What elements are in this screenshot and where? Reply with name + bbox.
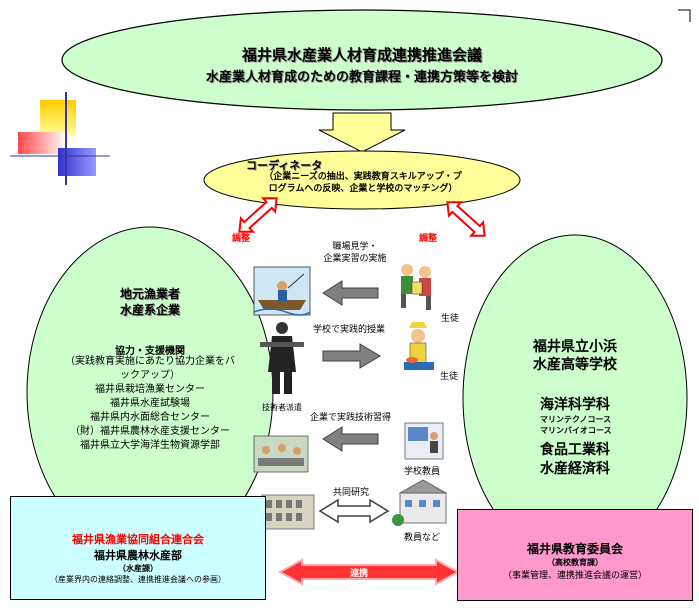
renkei-arrow — [277, 558, 461, 586]
teacher-label: 学校教員 — [404, 467, 441, 477]
school-name-line2: 水産高等学校 — [533, 357, 617, 373]
education-board-name: 福井県教育委員会 — [526, 542, 623, 556]
org-item: 福井県水産試験場 — [110, 398, 190, 409]
coordinator-title: コーディネータ — [246, 159, 323, 172]
dept-food-industry: 食品工業科 — [540, 442, 610, 458]
dept-fisheries-economics: 水産経済科 — [540, 461, 610, 477]
practical-class-label: 学校で実践的授業 — [313, 325, 386, 335]
coordinator-desc: （企業ニーズの抽出、実践教育スキルアップ・プ ログラムへの反映、企業と学校のマッ… — [234, 171, 492, 195]
coop-title: 協力・支援機関 — [115, 346, 185, 357]
org-item: 福井県内水面総合センター — [90, 412, 210, 423]
decorative-squares — [10, 92, 110, 185]
teacher-icon — [404, 422, 444, 460]
coordinator-desc-line2: ログラムへの反映、企業と学校のマッチング） — [268, 184, 458, 194]
industry-title: 地元漁業者 水産系企業 — [70, 286, 230, 318]
dept-marine-science: 海洋科学科 — [540, 397, 610, 413]
course-list: マリンテクノコース マリンバイオコース — [540, 414, 612, 436]
arrow-research-both — [318, 498, 390, 524]
students-icon — [395, 262, 437, 310]
council-title: 福井県水産業人材育成連携推進会議 — [241, 46, 482, 64]
coop-desc-line1: （実践教育実施にあたり協力企業をバ — [65, 356, 235, 367]
research-building-icon — [261, 494, 315, 530]
council-ellipse — [61, 9, 663, 111]
industry-org-role: （産業界内の連絡調整、連携推進会議への参画） — [50, 575, 226, 584]
renkei-label: 連携 — [350, 569, 369, 579]
industry-title-line1: 地元漁業者 — [119, 287, 180, 301]
adjust-arrow-left — [238, 197, 278, 233]
down-arrow — [318, 112, 406, 153]
adjust-label-left: 調整 — [232, 234, 251, 244]
industry-title-line2: 水産系企業 — [119, 303, 180, 317]
coordinator-desc-line1: （企業ニーズの抽出、実践教育スキルアップ・プ — [264, 172, 462, 182]
student-label-1: 生徒 — [441, 314, 460, 324]
school-name-line1: 福井県立小浜 — [533, 339, 617, 355]
adjust-arrow-right — [446, 201, 486, 237]
arrow-class-right — [322, 343, 381, 369]
arrow-tour-left — [322, 280, 379, 306]
skill-training-label: 企業で実践技術習得 — [310, 413, 392, 423]
fishery-federation-name: 福井県漁業協同組合連合会 — [72, 533, 204, 546]
high-school-section-name: （高校教育課） — [547, 558, 603, 567]
fish-seller-icon — [404, 322, 434, 370]
education-board-box: 福井県教育委員会 （高校教育課） （事業管理、連携推進会議の運営） — [457, 509, 693, 601]
coop-list: （実践教育実施にあたり協力企業をバ ックアップ） 福井県栽培漁業センター 福井県… — [42, 355, 258, 453]
org-item: （財）福井県農林水産支援センター — [70, 426, 230, 437]
industry-org-box: 福井県漁業協同組合連合会 福井県農林水産部 （水産課） （産業界内の連絡調整、連… — [10, 496, 266, 600]
factory-icon — [253, 435, 309, 473]
teachers-etc-label: 教員など — [404, 533, 441, 543]
coordinator-ellipse — [203, 150, 521, 210]
fisherman-icon — [260, 322, 304, 394]
course-marine-techno: マリンテクノコース — [540, 415, 612, 424]
council-subtitle: 水産業人材育成のための教育課程・連携方策等を検討 — [205, 70, 518, 85]
coop-desc-line2: ックアップ） — [120, 370, 180, 381]
education-board-role: （事業管理、連携推進会議の運営） — [502, 571, 647, 581]
tour-label-line2: 企業実習の実施 — [323, 254, 387, 264]
joint-research-label: 共同研究 — [333, 488, 370, 498]
dept-list: 食品工業科 水産経済科 — [490, 441, 660, 479]
org-item: 福井県栽培漁業センター — [95, 384, 205, 395]
student-label-2: 生徒 — [440, 372, 459, 382]
tour-label: 職場見学・ 企業実習の実施 — [310, 241, 400, 265]
course-marine-bio: マリンバイオコース — [540, 426, 612, 435]
fisheries-section-name: （水産課） — [118, 564, 158, 573]
school-name: 福井県立小浜 水産高等学校 — [490, 338, 660, 374]
adjust-label-right: 調整 — [419, 234, 438, 244]
arrow-skill-left — [322, 426, 379, 452]
agriculture-dept-name: 福井県農林水産部 — [94, 549, 182, 562]
org-item: 福井県立大学海洋生物資源学部 — [80, 440, 220, 451]
technician-label: 技術者派遣 — [262, 403, 302, 412]
school-building-icon — [392, 479, 448, 526]
fishing-boat-icon — [253, 266, 311, 316]
tour-label-line1: 職場見学・ — [332, 242, 378, 252]
